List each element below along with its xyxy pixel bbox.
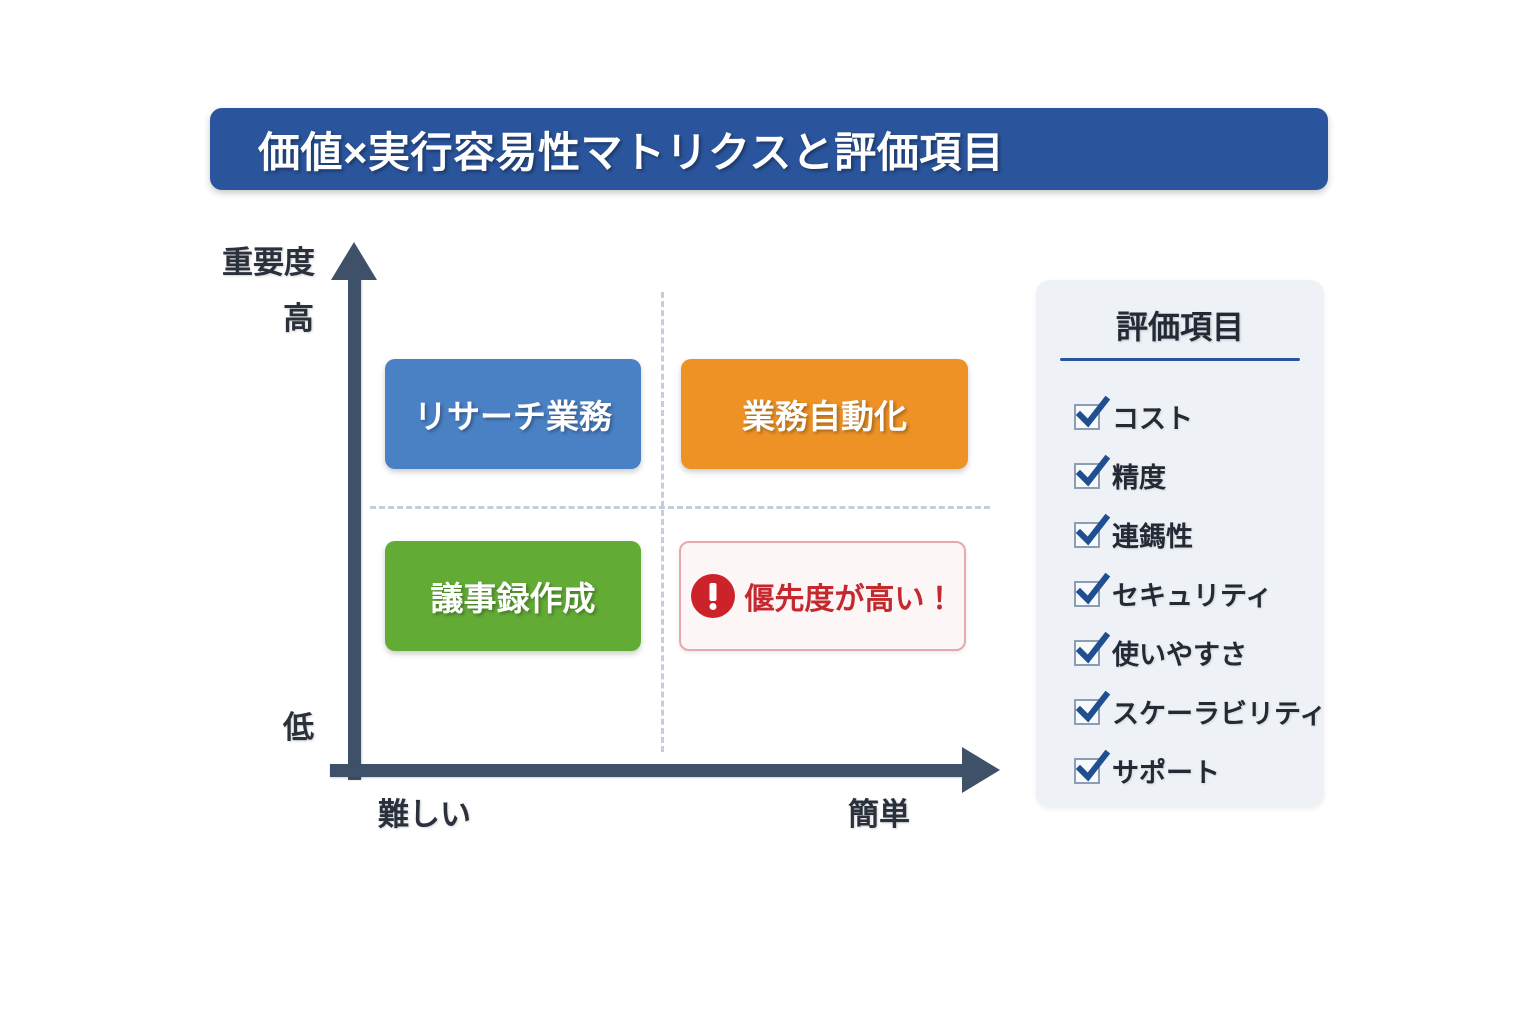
x-axis-arrow-icon bbox=[962, 747, 1000, 793]
priority-callout: 偃先度が高い！ bbox=[679, 541, 966, 651]
evaluation-panel-rule bbox=[1060, 358, 1300, 361]
evaluation-item-cost[interactable]: コスト bbox=[1056, 387, 1304, 446]
y-axis-line bbox=[348, 272, 361, 780]
evaluation-item-accuracy[interactable]: 精度 bbox=[1056, 446, 1304, 505]
value-feasibility-matrix: 重要度 高 低 難しい 簡単 リサーチ業務 業務自動化 議事録作成 偃先度が高い… bbox=[0, 0, 1030, 1024]
checkbox-checked-icon[interactable] bbox=[1074, 513, 1111, 548]
page-title: 価値×実行容易性マトリクスと評価項目 bbox=[258, 128, 1005, 176]
checkbox-checked-icon[interactable] bbox=[1074, 749, 1111, 784]
exclamation-circle-icon bbox=[690, 574, 735, 618]
x-axis-line bbox=[330, 764, 970, 777]
evaluation-item-integration[interactable]: 連鎷性 bbox=[1056, 505, 1304, 564]
evaluation-item-label: サポート bbox=[1112, 758, 1220, 788]
quadrant-label: リサーチ業務 bbox=[414, 398, 612, 435]
y-axis-title: 重要度 bbox=[222, 245, 315, 280]
evaluation-item-label: 精度 bbox=[1112, 463, 1166, 493]
quadrant-label: 業務自動化 bbox=[742, 398, 907, 435]
evaluation-panel-title: 評価項目 bbox=[1115, 309, 1244, 345]
evaluation-item-security[interactable]: セキュリティ bbox=[1056, 564, 1304, 623]
evaluation-item-label: セキュリティ bbox=[1112, 581, 1273, 611]
quadrant-card-minutes[interactable]: 議事録作成 bbox=[385, 541, 641, 651]
y-axis-low-label: 低 bbox=[283, 710, 314, 745]
evaluation-item-label: 連鎷性 bbox=[1112, 522, 1193, 552]
evaluation-item-scalability[interactable]: スケーラビリティ bbox=[1056, 682, 1326, 741]
quadrant-label: 議事録作成 bbox=[430, 580, 596, 617]
y-axis-high-label: 高 bbox=[283, 301, 314, 336]
evaluation-item-support[interactable]: サポート bbox=[1056, 741, 1304, 800]
quadrant-divider-vertical bbox=[661, 292, 664, 752]
quadrant-divider-horizontal bbox=[370, 506, 990, 509]
evaluation-item-label: スケーラビリティ bbox=[1112, 699, 1327, 729]
title-banner: 価値×実行容易性マトリクスと評価項目 bbox=[210, 108, 1328, 190]
evaluation-item-usability[interactable]: 使いやすさ bbox=[1056, 623, 1304, 682]
evaluation-item-label: コスト bbox=[1112, 404, 1193, 434]
y-axis-arrow-icon bbox=[331, 242, 377, 280]
checkbox-checked-icon[interactable] bbox=[1074, 690, 1111, 725]
priority-callout-label: 偃先度が高い！ bbox=[744, 583, 955, 616]
quadrant-card-automation[interactable]: 業務自動化 bbox=[681, 359, 968, 469]
checkbox-checked-icon[interactable] bbox=[1074, 454, 1111, 489]
quadrant-card-research[interactable]: リサーチ業務 bbox=[385, 359, 641, 469]
checkbox-checked-icon[interactable] bbox=[1074, 395, 1111, 430]
checkbox-checked-icon[interactable] bbox=[1074, 631, 1111, 666]
x-axis-right-label: 簡単 bbox=[848, 797, 910, 832]
evaluation-items-panel: 評価項目 コスト 精度 連鎷性 セキュリティ bbox=[1036, 280, 1326, 807]
x-axis-left-label: 難しい bbox=[378, 797, 471, 832]
evaluation-item-label: 使いやすさ bbox=[1112, 640, 1247, 670]
checkbox-checked-icon[interactable] bbox=[1074, 572, 1111, 607]
